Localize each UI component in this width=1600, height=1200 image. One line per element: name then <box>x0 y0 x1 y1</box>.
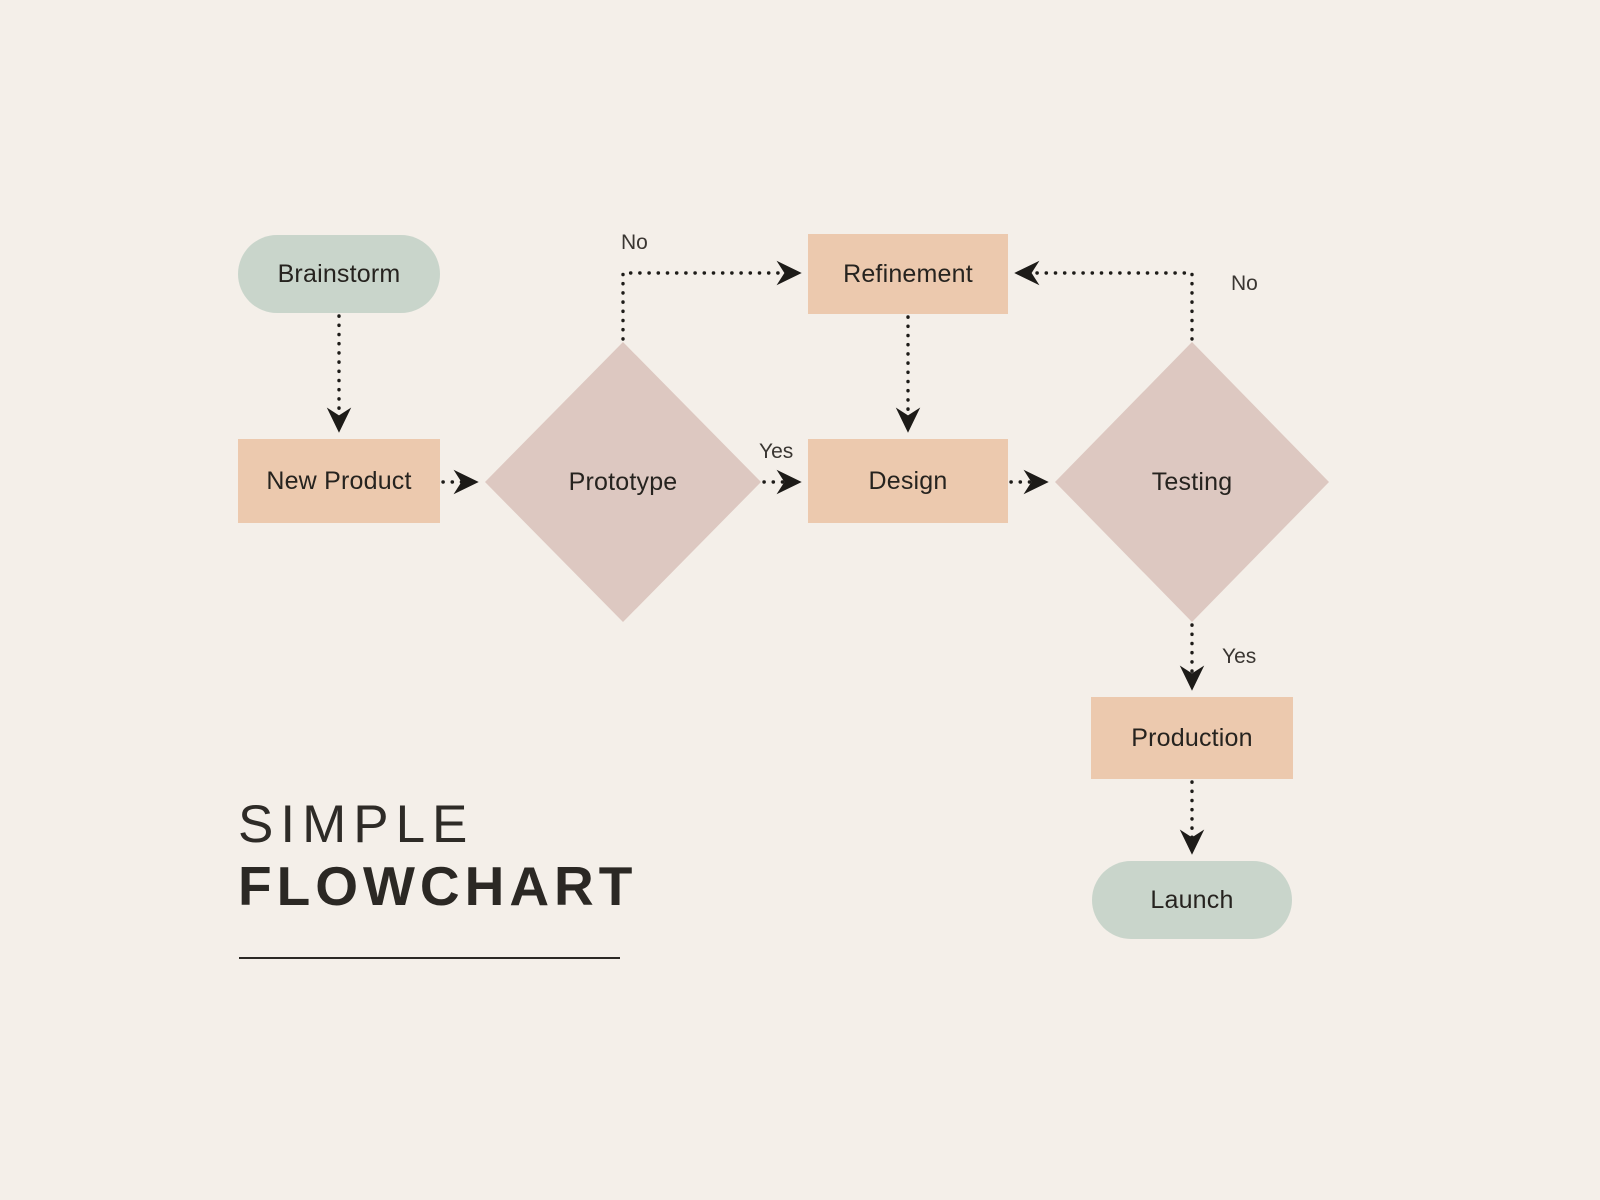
edge-label-testing-no: No <box>1231 272 1258 295</box>
node-production[interactable] <box>1091 697 1293 779</box>
title-block: SIMPLE FLOWCHART <box>238 795 638 918</box>
node-new-product[interactable] <box>238 439 440 523</box>
node-testing[interactable] <box>1055 342 1329 622</box>
node-shapes <box>238 234 1329 939</box>
title-underline-rule <box>239 957 620 959</box>
title-line-simple: SIMPLE <box>238 795 475 854</box>
node-prototype[interactable] <box>485 342 761 622</box>
edge-label-prototype-yes: Yes <box>759 440 794 463</box>
edge-connectors <box>326 260 1205 855</box>
edge-label-testing-yes: Yes <box>1222 645 1257 668</box>
node-design[interactable] <box>808 439 1008 523</box>
edge-testing-to-refinement-no <box>1014 260 1194 341</box>
edge-label-prototype-no: No <box>621 231 648 254</box>
title-line-flowchart: FLOWCHART <box>238 855 638 918</box>
node-launch[interactable] <box>1092 861 1292 939</box>
node-refinement[interactable] <box>808 234 1008 314</box>
node-brainstorm[interactable] <box>238 235 440 313</box>
edge-prototype-to-refinement-no <box>621 260 802 341</box>
